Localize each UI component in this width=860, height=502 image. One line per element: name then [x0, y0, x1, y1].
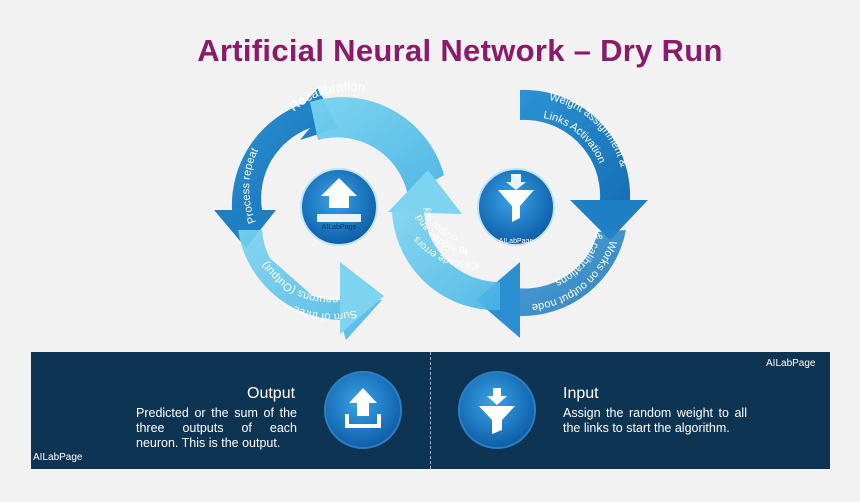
upload-icon [317, 178, 361, 222]
output-text: Predicted or the sum of the three output… [136, 406, 297, 450]
arc-recalibration [310, 97, 444, 196]
arrow-weight [570, 200, 648, 240]
watermark-top: AILabPage [766, 358, 816, 369]
output-title: Output [247, 385, 296, 402]
arc-cascade [392, 212, 500, 311]
arrow-cascade [388, 170, 462, 214]
funnel-icon [458, 371, 536, 449]
info-panel: Output Predicted or the sum of the three… [31, 352, 830, 469]
arrow-sum [340, 262, 384, 334]
hub-watermark-right: AILabPage [499, 238, 534, 245]
page-title: Artificial Neural Network – Dry Run [197, 33, 723, 68]
watermark-bottom: AILabPage [33, 452, 83, 463]
arc-works-output [516, 230, 626, 317]
arc-weight-assignment [520, 89, 631, 200]
upload-icon [324, 371, 402, 449]
arc-process-repeat [231, 88, 338, 210]
arrow-process-repeat [214, 210, 276, 248]
cycle-diagram: Recalibration Process repeat Sum of thre… [0, 0, 648, 340]
hub-watermark-left: AILabPage [322, 224, 357, 231]
panel-divider [430, 352, 431, 469]
funnel-icon [498, 174, 534, 222]
input-title: Input [563, 385, 599, 402]
input-text: Assign the random weight to all the link… [563, 406, 747, 435]
